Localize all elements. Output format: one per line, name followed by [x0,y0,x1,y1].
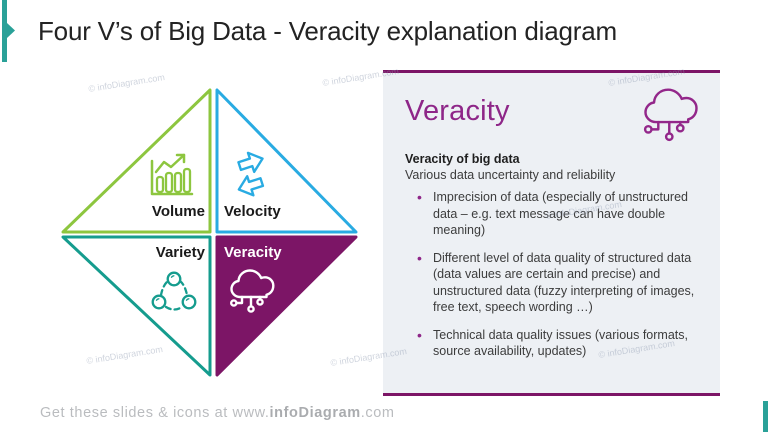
panel-heading: Veracity of big data [405,152,520,166]
variety-label: Variety [155,244,205,261]
veracity-label: Veracity [224,244,282,261]
left-accent-bar [2,0,15,62]
bullet-item: Technical data quality issues (various f… [413,326,699,360]
footer-credit: Get these slides & icons at www.infoDiag… [40,405,395,421]
footer-text-prefix[interactable]: Get these slides & icons at www. [40,405,270,421]
variety-triangle[interactable] [61,235,212,377]
linked-circles-icon [151,271,197,311]
bullet-list: Imprecision of data (especially of unstr… [405,188,699,360]
slide-title: Four V’s of Big Data - Veracity explanat… [38,16,617,46]
velocity-label: Velocity [224,203,281,220]
volume-label: Volume [151,203,205,220]
cloud-network-icon [230,269,275,313]
four-vs-diagram: Volume Velocity Variety Veracity [55,85,365,380]
veracity-detail-panel: Veracity Veracity of big data Various da… [383,70,720,396]
bar-chart-growth-icon [150,153,194,196]
diamond-shape [61,88,358,377]
volume-triangle[interactable] [61,88,212,234]
cloud-network-icon [643,88,698,142]
footer-brand[interactable]: infoDiagram [269,405,361,421]
panel-title: Veracity [405,95,510,127]
bottom-right-accent [763,401,768,432]
footer-text-suffix[interactable]: .com [360,405,395,421]
velocity-triangle[interactable] [215,88,358,234]
panel-subheading: Various data uncertainty and reliability [405,168,616,182]
accent-arrow-icon [7,23,15,38]
bullet-item: Imprecision of data (especially of unstr… [413,188,699,239]
exchange-arrows-icon [237,151,265,197]
bullet-item: Different level of data quality of struc… [413,249,699,316]
